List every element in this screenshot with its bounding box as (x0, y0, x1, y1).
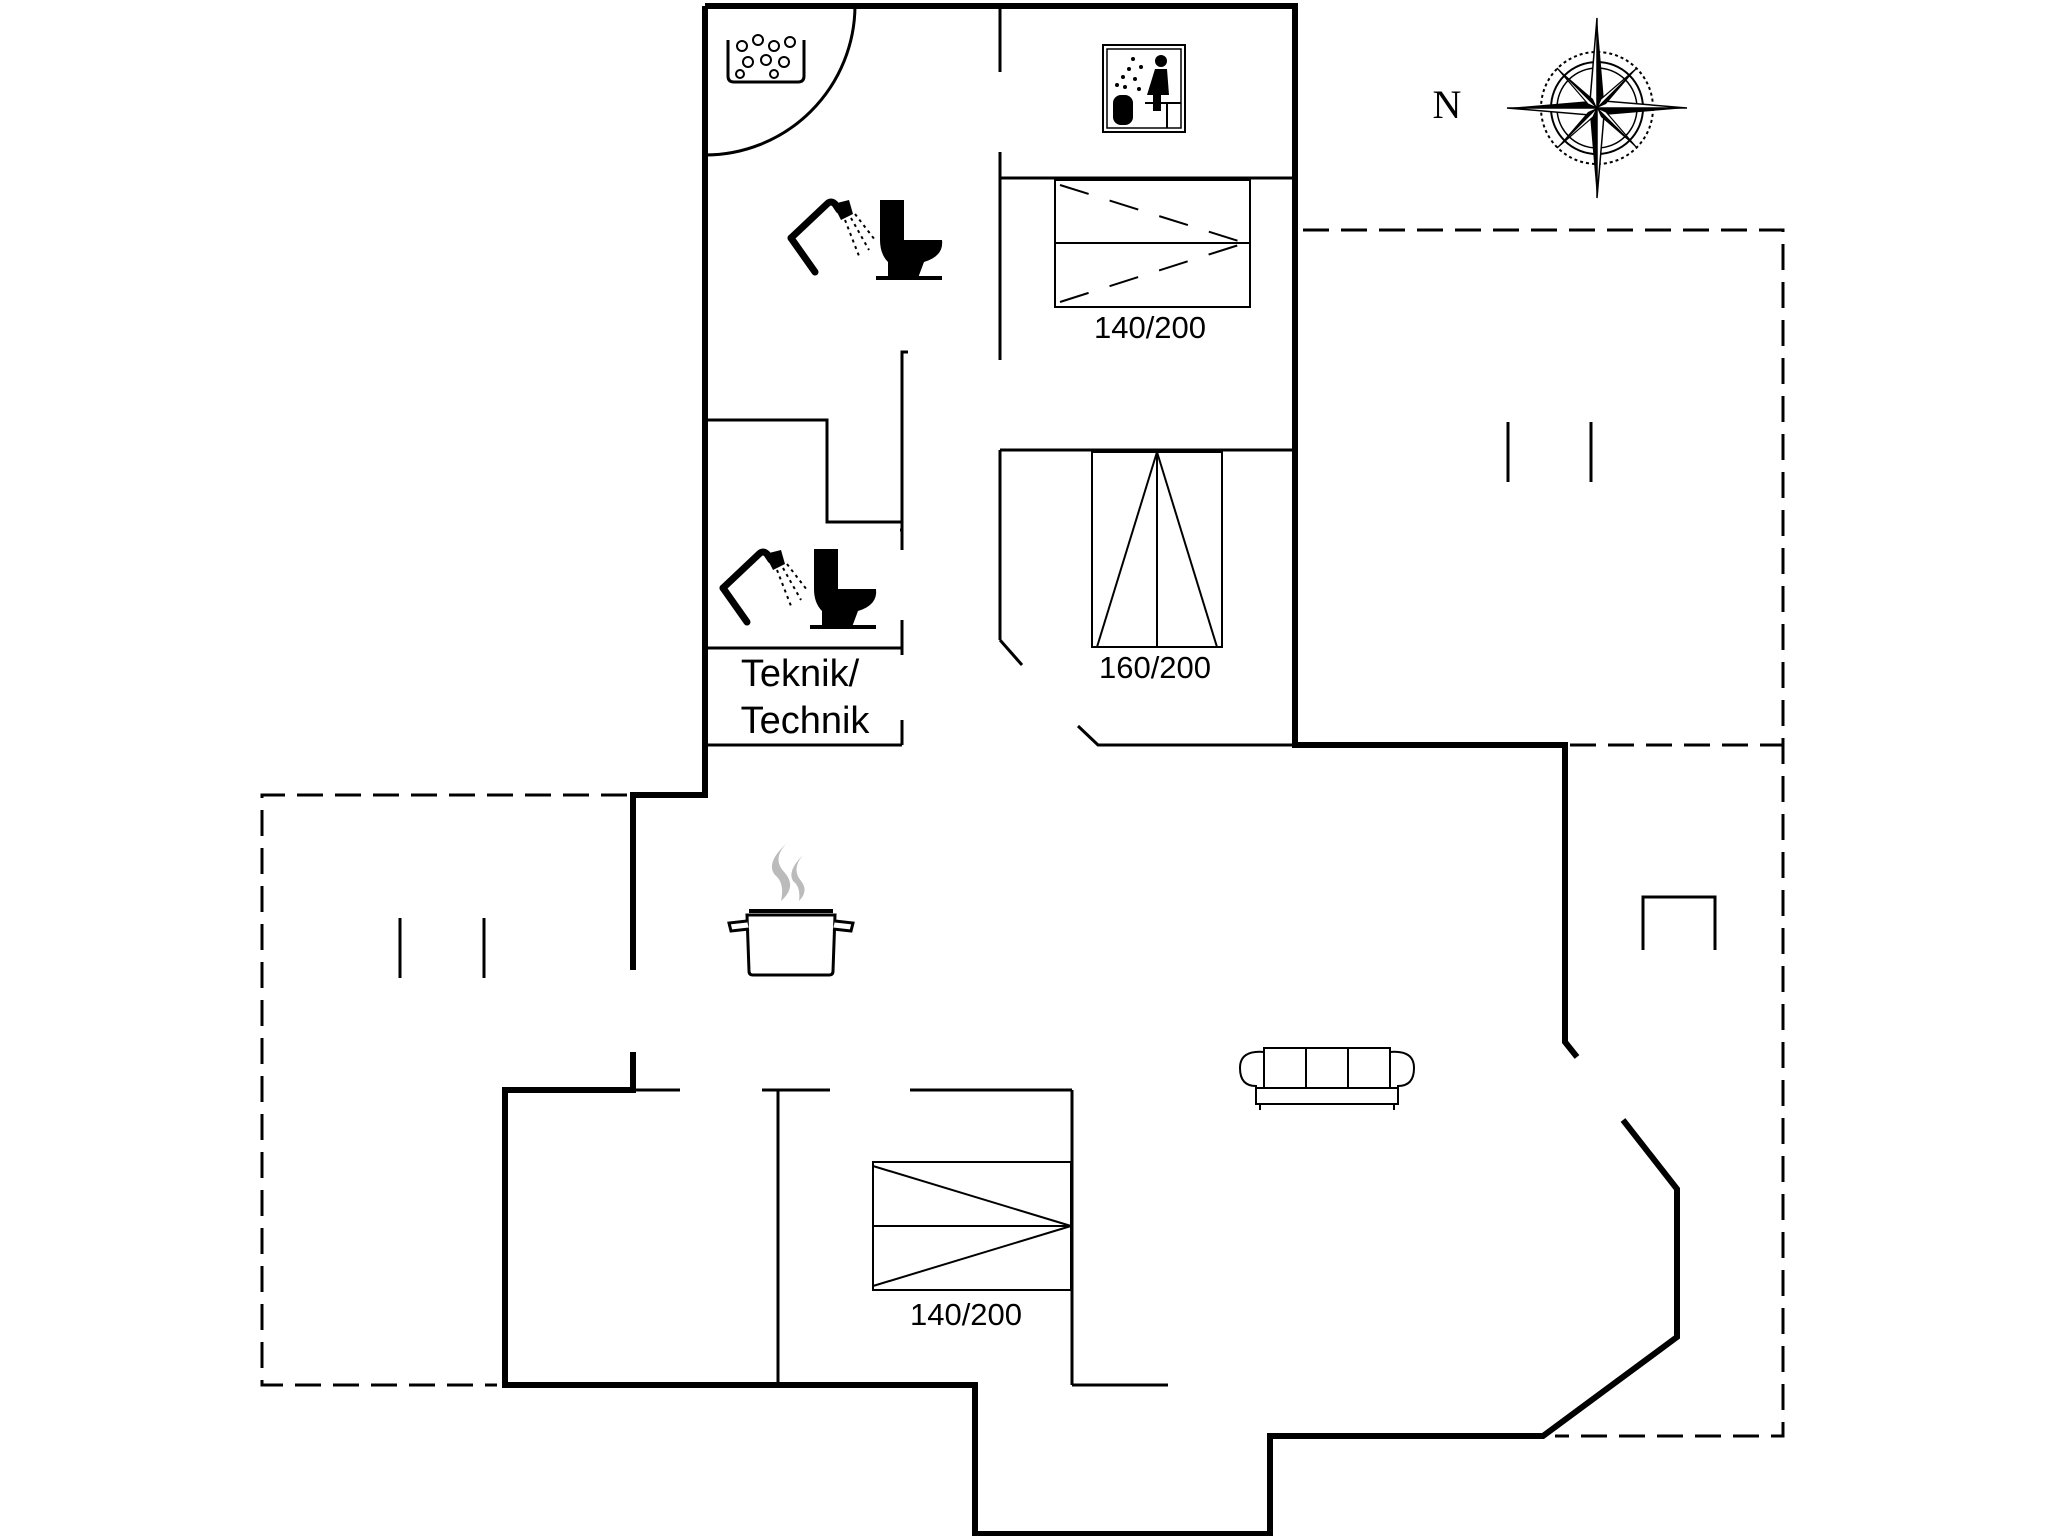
technik-room-label: Teknik/ (741, 653, 860, 695)
bed-middle (1091, 451, 1223, 648)
interior-wall (900, 350, 908, 532)
terrace-furniture (1641, 895, 1717, 950)
compass-rose-icon (1506, 17, 1688, 199)
toilet-icon (810, 549, 877, 629)
bed-north (1054, 179, 1251, 308)
compass-north-label: N (1433, 82, 1462, 127)
sauna-icon (1102, 44, 1186, 133)
sofa-icon (1238, 1047, 1416, 1110)
bed-south (872, 1161, 1072, 1291)
exterior-wall (705, 3, 1580, 1059)
bed-middle-label: 160/200 (1099, 650, 1211, 685)
cooking-pot-icon (727, 843, 855, 977)
bed-south-label: 140/200 (910, 1297, 1022, 1332)
exterior-wall-west (630, 6, 708, 970)
toilet-icon (876, 200, 943, 280)
technik-room-label: Technik (741, 700, 871, 742)
interior-wall (1076, 724, 1295, 747)
interior-wall (705, 418, 902, 524)
terrace-outline-west (260, 793, 627, 1387)
shower-icon (787, 198, 876, 276)
door-swing (704, 5, 857, 157)
exterior-wall-bay (502, 1052, 1680, 1536)
terrace-outline-east (1303, 228, 1785, 1438)
shower-icon (719, 548, 808, 626)
whirlpool-icon (726, 34, 806, 84)
bed-north-label: 140/200 (1094, 310, 1206, 345)
interior-wall (998, 639, 1024, 666)
